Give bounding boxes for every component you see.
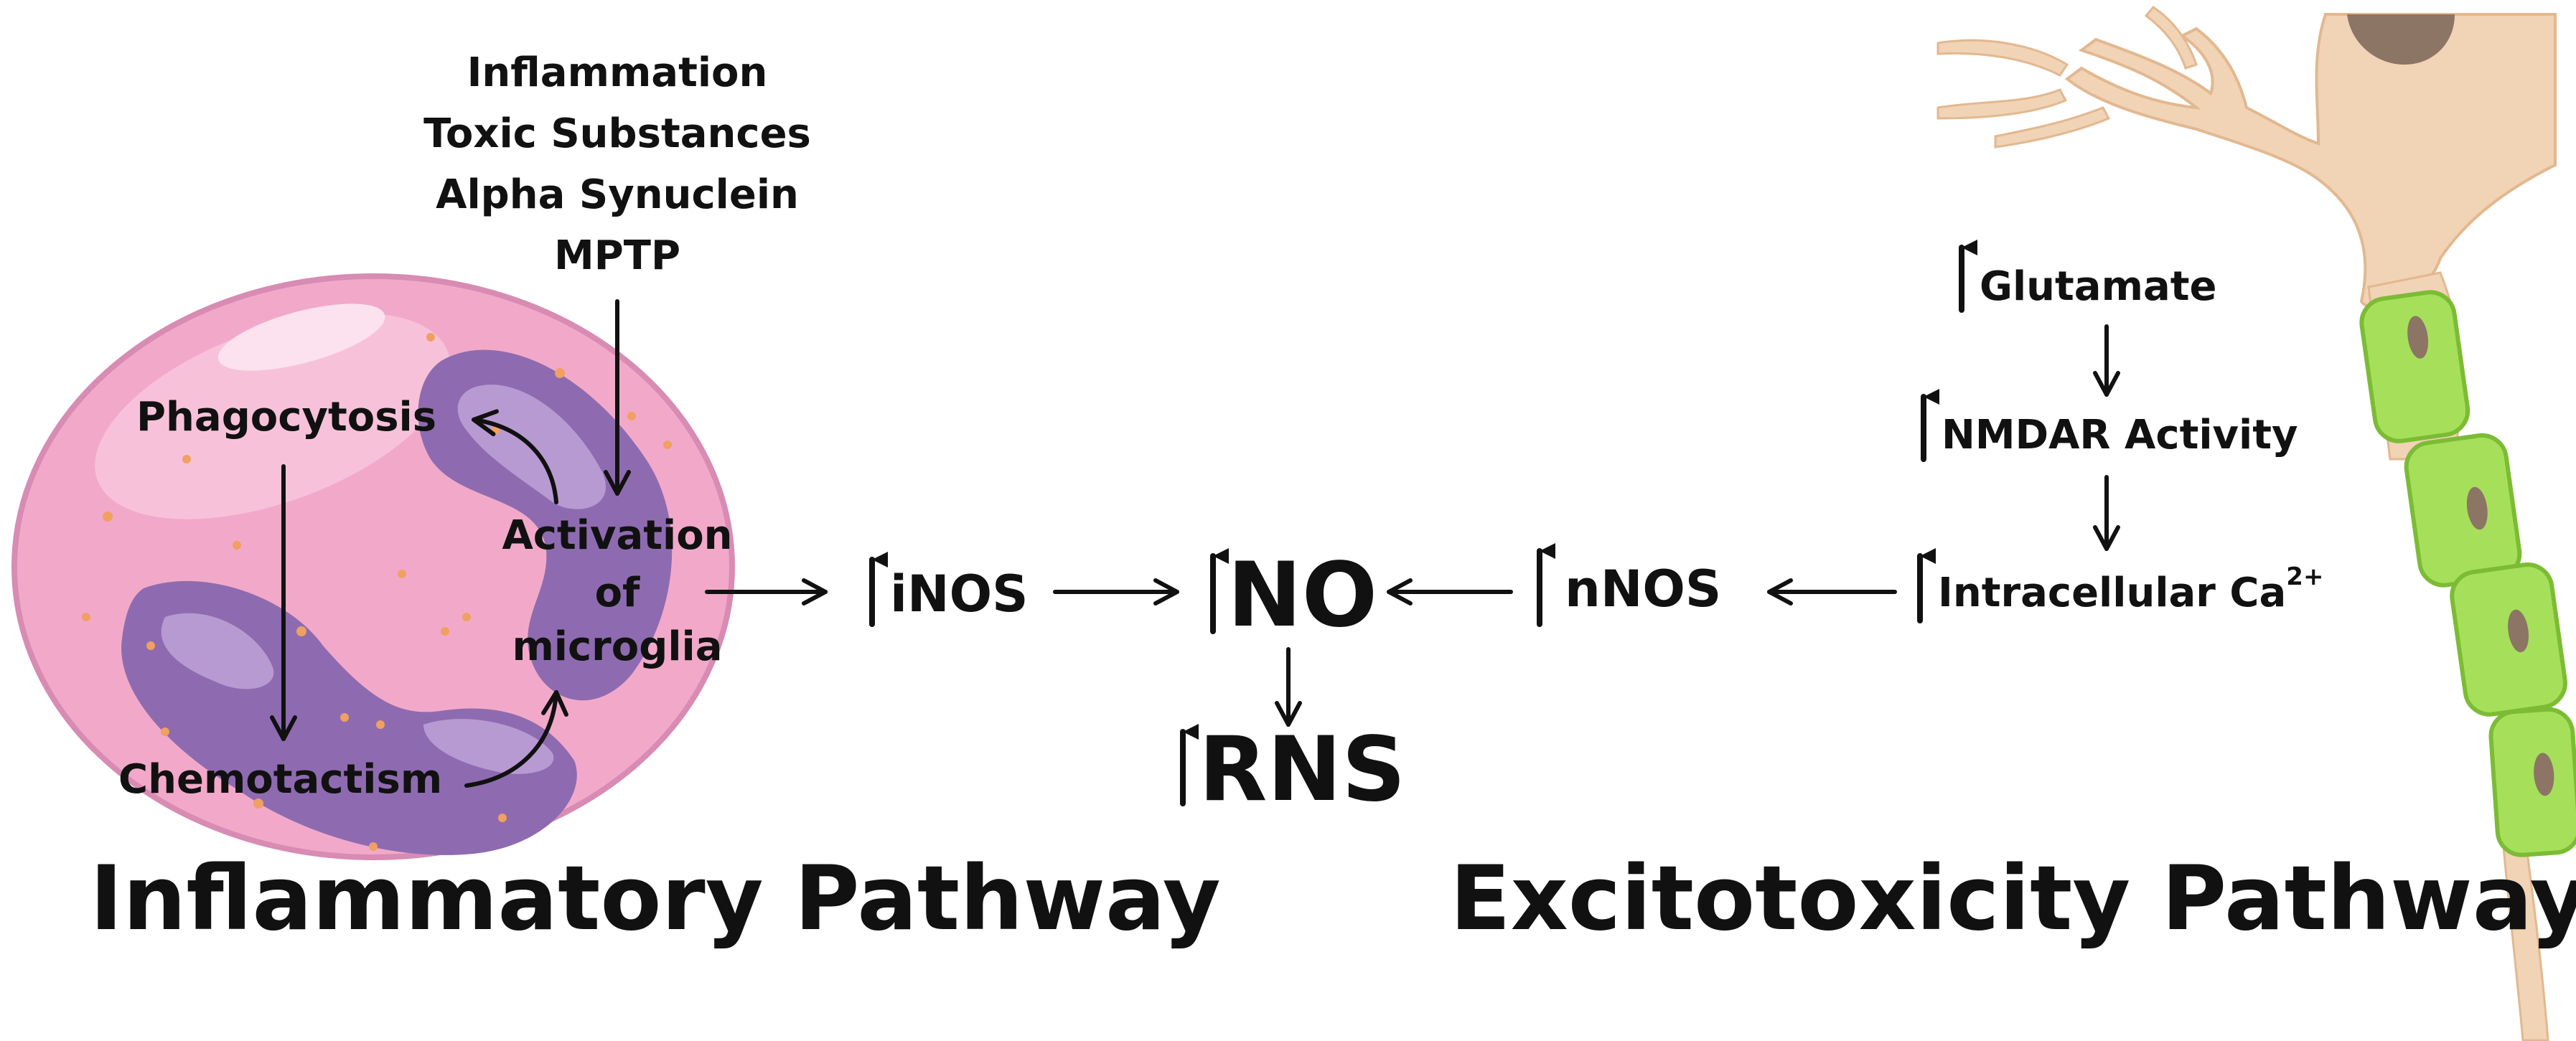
label-glutamate: Glutamate <box>1980 263 2216 310</box>
cell-granules <box>82 333 672 851</box>
myelin-segment <box>2488 707 2576 857</box>
label-nnos: nNOS <box>1565 560 1721 618</box>
svg-text:of: of <box>595 570 640 616</box>
title-inflammatory-pathway: Inflammatory Pathway <box>90 847 1221 951</box>
myelin-sheath <box>2359 290 2576 857</box>
label-inos: iNOS <box>890 565 1029 623</box>
trigger-inflammation: Inflammation <box>467 50 768 96</box>
cell-shine <box>217 303 385 371</box>
label-rns: RNS <box>1199 718 1406 821</box>
label-phagocytosis: Phagocytosis <box>136 394 436 441</box>
calcium-superscript: 2+ <box>2286 562 2323 591</box>
arrow-activation-to-phagocytosis <box>472 409 558 504</box>
neuron-soma <box>2064 13 2557 308</box>
title-excitotoxicity-pathway: Excitotoxicity Pathway <box>1450 847 2576 951</box>
trigger-list: Inflammation Toxic Substances Alpha Synu… <box>423 50 811 279</box>
myelin-segment <box>2450 562 2567 717</box>
trigger-mptp: MPTP <box>554 232 680 279</box>
nucleus-lobe-lower-light <box>161 613 274 689</box>
arrow-chemotactism-to-activation <box>464 690 568 788</box>
trigger-toxic-substances: Toxic Substances <box>423 110 811 157</box>
neuron-dendrite <box>1936 6 2198 149</box>
label-activation-of-microglia: Activation of microglia <box>502 512 732 670</box>
label-no: NO <box>1227 544 1377 647</box>
label-intracellular-calcium: Intracellular Ca2+ <box>1938 562 2323 616</box>
neuron-illustration <box>1936 6 2576 1041</box>
label-nmdar-activity: NMDAR Activity <box>1942 412 2298 458</box>
myelin-segment <box>2404 433 2522 588</box>
neuron-nucleus <box>2347 14 2455 65</box>
svg-text:microglia: microglia <box>512 623 722 670</box>
myelin-segment <box>2359 290 2470 443</box>
trigger-alpha-synuclein: Alpha Synuclein <box>436 171 799 218</box>
nucleus-lobe-right-light <box>423 719 554 774</box>
microglia-cell-illustration <box>11 273 735 860</box>
svg-text:Activation: Activation <box>502 512 732 559</box>
label-chemotactism: Chemotactism <box>118 756 442 803</box>
cell-highlight <box>95 313 451 519</box>
